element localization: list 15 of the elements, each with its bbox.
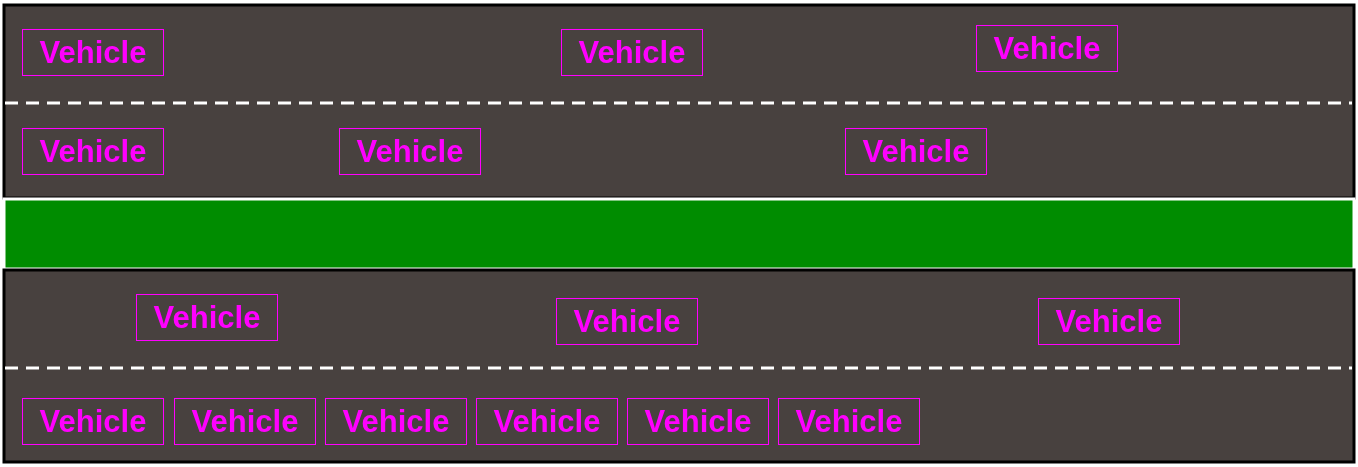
vehicle-label: Vehicle <box>976 25 1118 72</box>
vehicle-label: Vehicle <box>136 294 278 341</box>
vehicle-label: Vehicle <box>339 128 481 175</box>
vehicle-label: Vehicle <box>22 128 164 175</box>
vehicle-label: Vehicle <box>325 398 467 445</box>
vehicle-label: Vehicle <box>556 298 698 345</box>
vehicle-label: Vehicle <box>845 128 987 175</box>
vehicle-label: Vehicle <box>627 398 769 445</box>
vehicle-label: Vehicle <box>22 29 164 76</box>
vehicle-label: Vehicle <box>778 398 920 445</box>
vehicle-label: Vehicle <box>561 29 703 76</box>
vehicle-label: Vehicle <box>1038 298 1180 345</box>
vehicle-label: Vehicle <box>476 398 618 445</box>
vehicle-label: Vehicle <box>22 398 164 445</box>
vehicle-label: Vehicle <box>174 398 316 445</box>
